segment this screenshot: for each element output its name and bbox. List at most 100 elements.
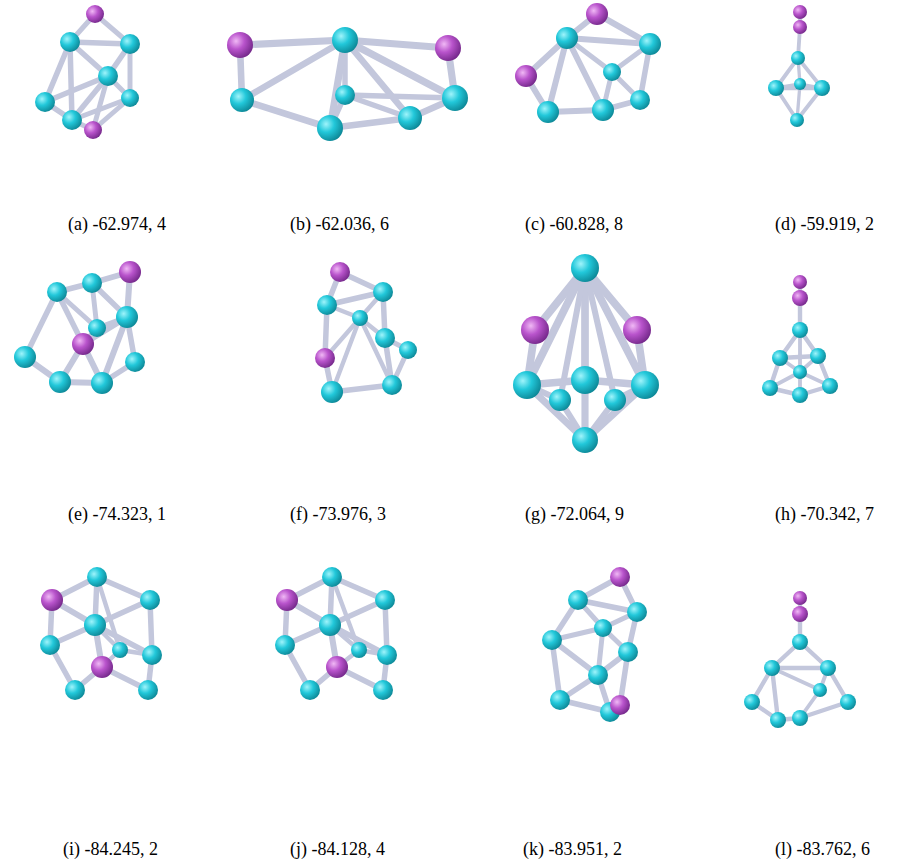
purple-atom [86, 5, 104, 23]
bond-stick [332, 318, 360, 392]
purple-atom [586, 3, 608, 25]
cyan-atom [790, 113, 804, 127]
cyan-atom [377, 645, 397, 665]
cyan-atom [140, 590, 160, 610]
purple-atom [792, 606, 808, 622]
cyan-atom [792, 322, 808, 338]
bond-stick [330, 40, 345, 128]
cyan-atom [382, 375, 402, 395]
cyan-atom [352, 310, 368, 326]
cyan-atom [62, 110, 82, 130]
cyan-atom [840, 694, 856, 710]
bond-stick [567, 38, 650, 44]
purple-atom [793, 5, 807, 19]
cyan-atom [618, 642, 638, 662]
bond-stick [240, 40, 345, 45]
cyan-atom [822, 378, 838, 394]
cyan-atom [87, 567, 107, 587]
cyan-atom [542, 630, 562, 650]
bond-stick [345, 40, 410, 118]
cyan-atom [351, 642, 367, 658]
purple-atom [793, 20, 807, 34]
bond-stick [345, 95, 455, 98]
cyan-atom [810, 348, 826, 364]
cyan-atom [65, 680, 85, 700]
cyan-atom [592, 99, 614, 121]
cyan-atom [792, 634, 808, 650]
cyan-atom [332, 27, 358, 53]
cyan-atom [230, 88, 254, 112]
cyan-atom [762, 380, 778, 396]
cyan-atom [317, 115, 343, 141]
structure-caption: (g) -72.064, 9 [525, 503, 624, 525]
cyan-atom [116, 306, 138, 328]
cyan-atom [120, 34, 140, 54]
bond-stick [772, 666, 828, 670]
cyan-atom [49, 371, 71, 393]
purple-atom [792, 290, 808, 306]
cyan-atom [399, 341, 417, 359]
bond-stick [70, 42, 72, 120]
cyan-atom [40, 635, 60, 655]
cyan-atom [112, 642, 128, 658]
structure-caption: (e) -74.323, 1 [68, 503, 166, 525]
purple-atom [326, 656, 348, 678]
cyan-atom [639, 33, 661, 55]
cyan-atom [322, 567, 342, 587]
structure-caption: (b) -62.036, 6 [290, 213, 389, 235]
bond-stick [360, 318, 392, 385]
cyan-atom [47, 282, 67, 302]
purple-atom [521, 316, 549, 344]
cyan-atom [627, 602, 647, 622]
purple-atom [610, 567, 630, 587]
cyan-atom [631, 371, 659, 399]
cyan-atom [571, 366, 599, 394]
purple-atom [793, 275, 807, 289]
bond-stick [242, 100, 330, 128]
bond-stick [97, 577, 120, 650]
cyan-atom [813, 683, 827, 697]
purple-atom [610, 695, 630, 715]
structure-caption: (j) -84.128, 4 [290, 838, 385, 860]
purple-atom [227, 32, 253, 58]
structure-caption: (l) -83.762, 6 [775, 838, 870, 860]
purple-atom [793, 591, 807, 605]
bond-stick [548, 38, 567, 112]
cyan-atom [125, 352, 145, 372]
cyan-atom [770, 712, 786, 728]
cyan-atom [317, 295, 337, 315]
cyan-atom [571, 254, 599, 282]
purple-atom [435, 35, 461, 61]
structure-caption: (i) -84.245, 2 [63, 838, 158, 860]
cyan-atom [375, 590, 395, 610]
cyan-atom [772, 350, 788, 366]
cyan-atom [550, 690, 570, 710]
cyan-atom [321, 381, 343, 403]
structure-caption: (c) -60.828, 8 [525, 213, 623, 235]
cyan-atom [300, 680, 320, 700]
cyan-atom [398, 106, 422, 130]
cyan-atom [373, 680, 393, 700]
purple-atom [84, 121, 102, 139]
cyan-atom [14, 346, 36, 368]
cyan-atom [794, 78, 806, 90]
cyan-atom [588, 665, 608, 685]
cyan-atom [82, 273, 102, 293]
cyan-atom [98, 66, 118, 86]
bond-stick [332, 577, 359, 650]
cyan-atom [793, 365, 807, 379]
purple-atom [72, 333, 94, 355]
cyan-atom [568, 590, 588, 610]
cyan-atom [549, 389, 571, 411]
cyan-atom [630, 90, 650, 110]
bond-stick [242, 40, 345, 100]
cyan-atom [556, 27, 578, 49]
cyan-atom [138, 680, 158, 700]
structure-caption: (d) -59.919, 2 [775, 213, 874, 235]
cyan-atom [35, 92, 55, 112]
purple-atom [515, 65, 537, 87]
cyan-atom [791, 51, 805, 65]
cyan-atom [820, 660, 836, 676]
structure-caption: (f) -73.976, 3 [290, 503, 386, 525]
